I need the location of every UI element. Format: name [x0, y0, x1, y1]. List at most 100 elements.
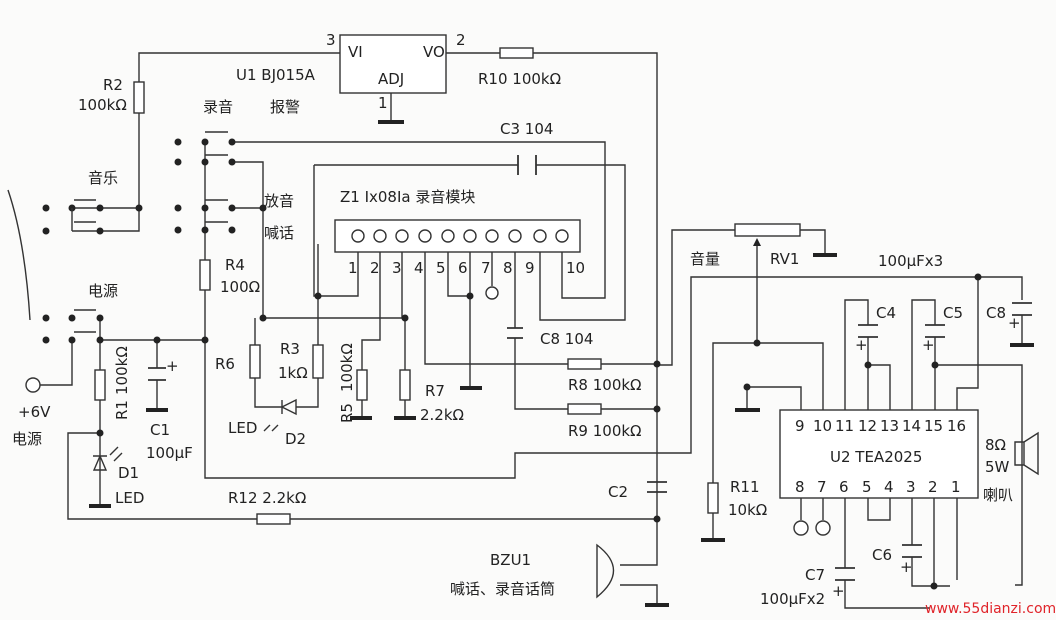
u2-pin: 7: [817, 478, 827, 496]
c7-value: 100μFx2: [760, 590, 825, 608]
rv1-potentiometer: [734, 223, 801, 237]
cap-group-value: 100μFx3: [878, 252, 943, 270]
c8-plus: +: [1008, 314, 1021, 332]
d1-ref: D1: [118, 464, 139, 482]
r3-ref: R3: [280, 340, 300, 358]
z1-pin-label: 1: [348, 259, 358, 277]
r8-label: R8 100kΩ: [568, 376, 642, 394]
z1-pin-label: 5: [436, 259, 446, 277]
watermark: www.55dianzi.com: [925, 601, 1056, 617]
mic-ref: BZU1: [490, 551, 531, 569]
r1-value: 100kΩ: [113, 346, 131, 395]
switch-play-label: 放音: [264, 192, 294, 210]
rv1-ref: RV1: [770, 250, 799, 268]
u2-pin: 12: [858, 417, 877, 435]
c6-ref: C6: [872, 546, 892, 564]
r6-ref: R6: [215, 355, 235, 373]
c4-ref: C4: [876, 304, 896, 322]
u2-pin: 1: [951, 478, 961, 496]
u2-pin: 13: [880, 417, 899, 435]
r12-label: R12 2.2kΩ: [228, 489, 306, 507]
switch-contacts[interactable]: [42, 131, 236, 344]
speaker-power: 5W: [985, 458, 1010, 476]
z1-pin-label: 3: [392, 259, 402, 277]
u2-pin8-terminal: [793, 520, 809, 536]
switch-record-label: 录音: [203, 98, 233, 116]
c8b-ref: C8: [986, 304, 1006, 322]
z1-pin-label: 7: [481, 259, 491, 277]
c1-ref: C1: [150, 421, 170, 439]
r9-label: R9 100kΩ: [568, 422, 642, 440]
c6-plus: +: [900, 558, 913, 576]
r11-ref: R11: [730, 478, 760, 496]
u1-pin1: 1: [378, 94, 388, 112]
c5-plus: +: [922, 336, 935, 354]
c3-label: C3 104: [500, 120, 553, 138]
u2-pin: 16: [947, 417, 966, 435]
u1-pin2: 2: [456, 31, 466, 49]
d2-ref: D2: [285, 430, 306, 448]
z1-pin-label: 6: [458, 259, 468, 277]
mic-label: 喊话、录音话筒: [450, 580, 555, 598]
u2-pin: 5: [862, 478, 872, 496]
u2-pin: 3: [906, 478, 916, 496]
c8a-label: C8 104: [540, 330, 593, 348]
u2-pin: 10: [813, 417, 832, 435]
d1-light-arrows-icon: [109, 446, 123, 462]
speaker-label: 喇叭: [983, 486, 1013, 504]
c4-plus: +: [855, 336, 868, 354]
u2-pin: 11: [835, 417, 854, 435]
junctions: [96, 204, 982, 590]
u2-pin: 15: [924, 417, 943, 435]
r4-value: 100Ω: [220, 278, 260, 296]
u2-pin7-terminal: [815, 520, 831, 536]
switch-talk-label: 喊话: [264, 224, 294, 242]
power-input-terminal: [25, 377, 41, 393]
rv1-wiper-arrow-icon: [753, 238, 761, 246]
c7-ref: C7: [805, 566, 825, 584]
u2-pin: 9: [795, 417, 805, 435]
rv1-label: 音量: [690, 250, 720, 268]
u1-pin3: 3: [326, 31, 336, 49]
c5-ref: C5: [943, 304, 963, 322]
z1-pin-label: 10: [566, 259, 585, 277]
speaker-impedance: 8Ω: [985, 436, 1006, 454]
z1-pins: [351, 229, 569, 300]
resistors: [94, 47, 801, 525]
u2-name: U2 TEA2025: [830, 448, 922, 466]
switch-music-label: 音乐: [88, 169, 118, 187]
r1-ref: R1: [113, 400, 131, 420]
z1-pin-label: 9: [525, 259, 535, 277]
u2-pin: 2: [928, 478, 938, 496]
annotation-stroke: [7, 189, 31, 321]
microphone-icon: [596, 543, 614, 599]
u2-pin: 14: [902, 417, 921, 435]
r11-value: 10kΩ: [728, 501, 767, 519]
speaker-icon: [1014, 431, 1039, 476]
c1-value: 100μF: [146, 444, 193, 462]
d1-led-icon: [92, 454, 108, 471]
d2-type: LED: [228, 419, 257, 437]
r7-value: 2.2kΩ: [420, 406, 464, 424]
z1-label: Z1 Ix08Ia 录音模块: [340, 188, 475, 206]
u2-amplifier: [779, 409, 979, 499]
r10-label: R10 100kΩ: [478, 70, 561, 88]
switch-power-label: 电源: [88, 282, 118, 300]
labels: 3 2 1 VI VO ADJ U1 BJ015A 报警 R10 100kΩ R…: [12, 31, 1056, 617]
d1-type: LED: [115, 489, 144, 507]
c1-plus: +: [166, 357, 179, 375]
r5-ref: R5: [338, 403, 356, 423]
z1-pin-label: 2: [370, 259, 380, 277]
z1-pin-label: 4: [414, 259, 424, 277]
u1-vo: VO: [423, 43, 445, 61]
u1-name: U1 BJ015A: [236, 66, 316, 84]
u1-vi: VI: [348, 43, 363, 61]
capacitors: [148, 155, 1032, 581]
ground-symbols: [89, 120, 1034, 607]
r2-ref: R2: [103, 76, 123, 94]
r5-value: 100kΩ: [338, 343, 356, 392]
r4-ref: R4: [225, 256, 245, 274]
d2-light-arrows-icon: [263, 424, 279, 432]
r2-value: 100kΩ: [78, 96, 127, 114]
